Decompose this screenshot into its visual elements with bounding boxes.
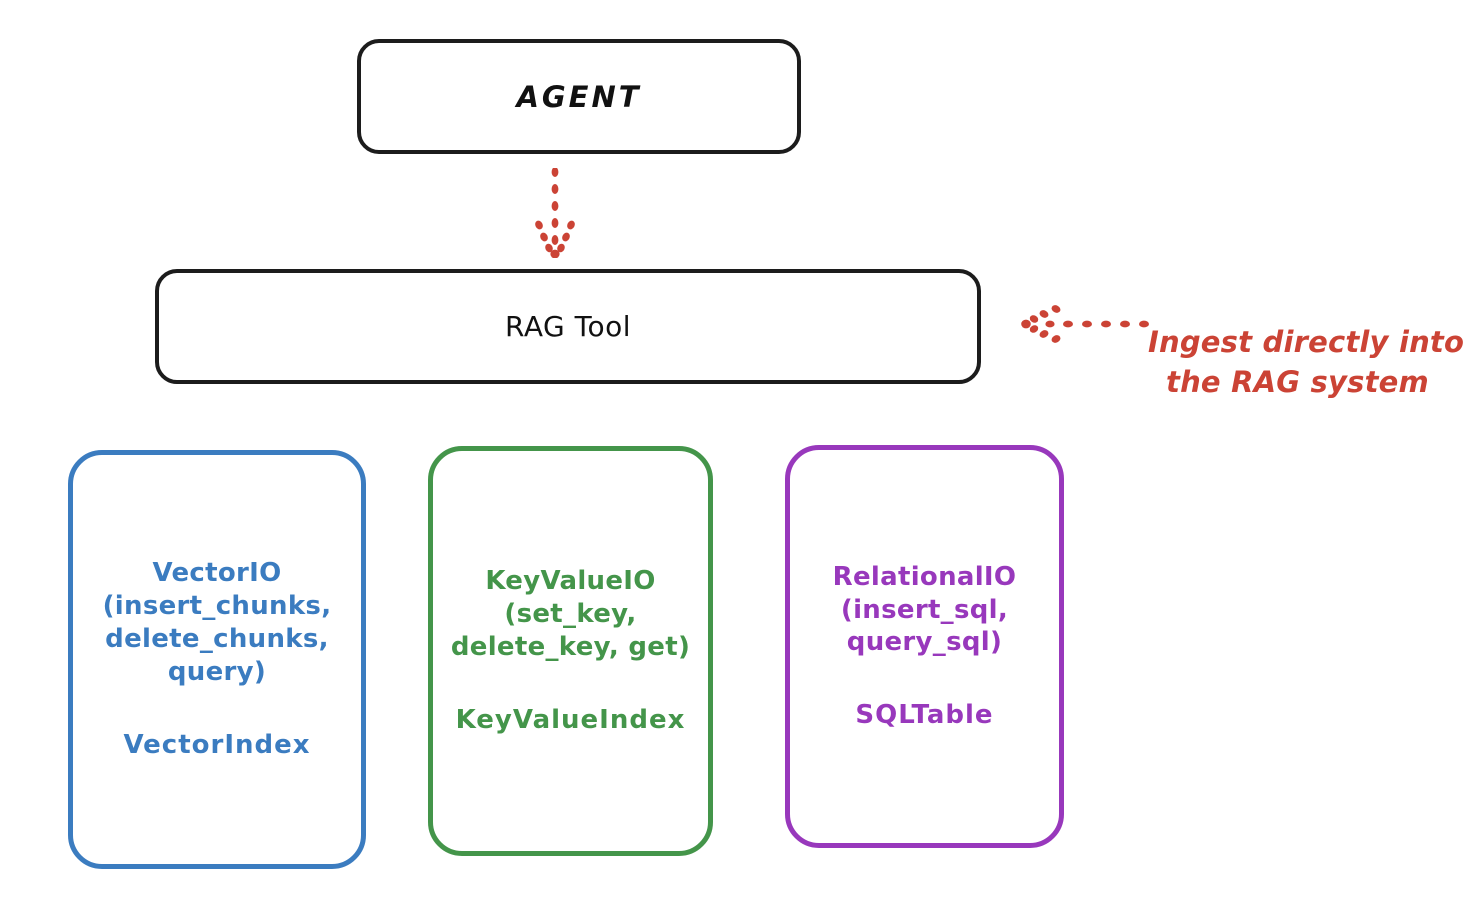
node-key-value-io-text: KeyValueIO (set_key, delete_key, get) Ke… [445, 533, 696, 770]
node-vector-io[interactable]: VectorIO (insert_chunks, delete_chunks, … [68, 450, 366, 869]
annotation-ingest-line2: the RAG system [1166, 365, 1429, 400]
dotted-left-arrow-icon [1021, 305, 1149, 343]
node-vector-io-text: VectorIO (insert_chunks, delete_chunks, … [97, 525, 338, 795]
node-relational-io-index: SQLTable [855, 700, 994, 731]
node-relational-io-text: RelationalIO (insert_sql, query_sql) SQL… [827, 528, 1023, 765]
connector-annotation-to-rag-tool [1020, 300, 1150, 348]
connector-agent-to-rag-tool [520, 167, 590, 259]
node-agent[interactable]: AGENT [357, 39, 801, 154]
node-agent-label: AGENT [516, 79, 642, 114]
node-vector-io-api: VectorIO (insert_chunks, delete_chunks, … [102, 558, 332, 687]
annotation-ingest: Ingest directly into the RAG system [1148, 282, 1478, 442]
node-relational-io-api: RelationalIO (insert_sql, query_sql) [832, 561, 1017, 658]
node-key-value-io-api: KeyValueIO (set_key, delete_key, get) [450, 566, 691, 662]
node-key-value-io-index: KeyValueIndex [455, 704, 686, 735]
annotation-ingest-line1: Ingest directly into [1148, 325, 1465, 360]
node-rag-tool[interactable]: RAG Tool [155, 269, 981, 384]
dotted-down-arrow-icon [535, 167, 575, 259]
node-rag-tool-label: RAG Tool [505, 310, 631, 343]
node-vector-io-index: VectorIndex [123, 729, 311, 760]
node-key-value-io[interactable]: KeyValueIO (set_key, delete_key, get) Ke… [428, 446, 713, 856]
node-relational-io[interactable]: RelationalIO (insert_sql, query_sql) SQL… [785, 445, 1064, 848]
